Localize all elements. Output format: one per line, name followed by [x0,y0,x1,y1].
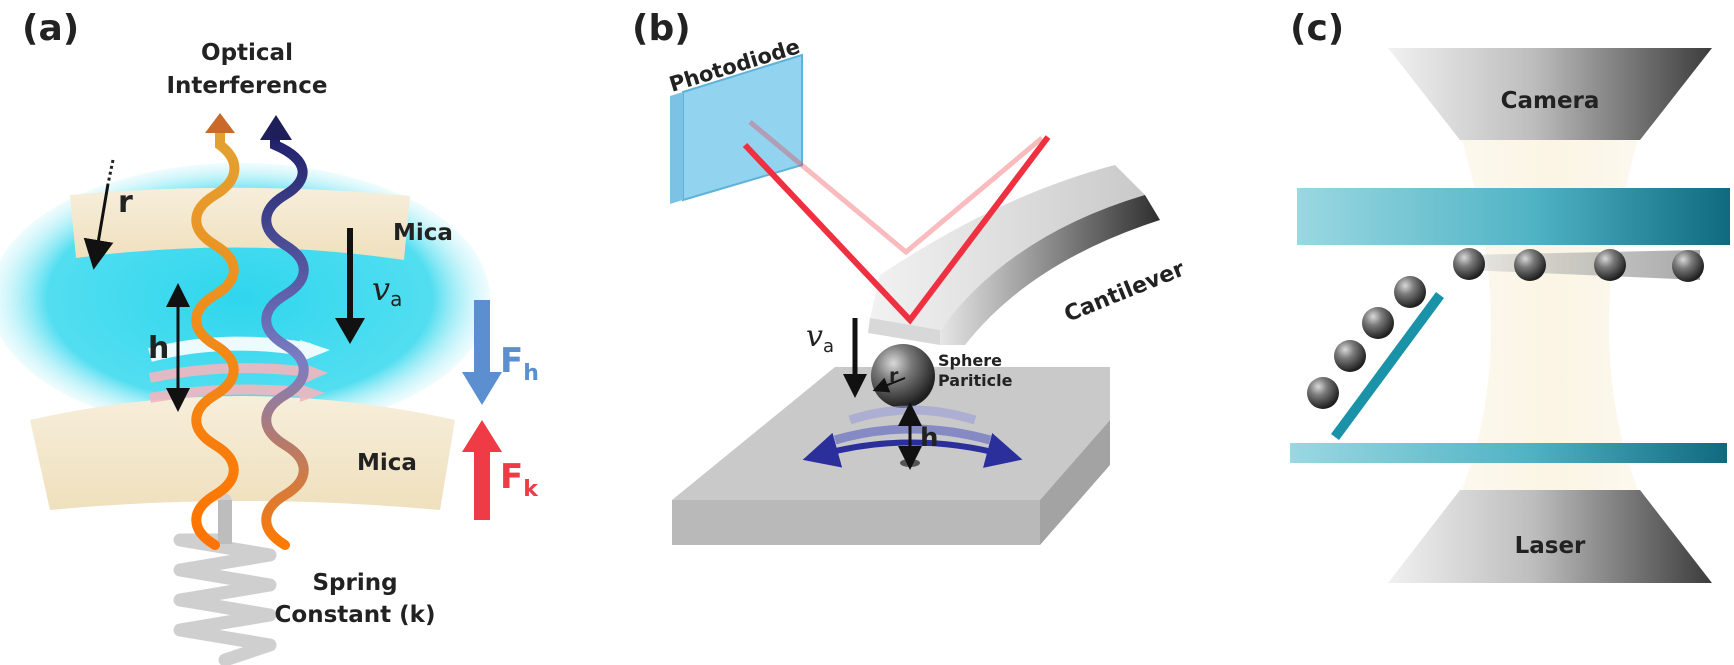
spring-label-line2: Constant (k) [275,602,436,628]
particle-6 [1514,249,1546,281]
fk-arrowhead [462,420,502,452]
mica-top-sheet [70,187,410,260]
tilted-surface [1330,292,1445,440]
orange-wave-arrowhead [205,113,235,133]
r-dashed-line [106,159,115,185]
laser-label: Laser [1515,533,1586,559]
contact-spot [900,459,920,467]
spring-icon [173,493,277,665]
fk-arrow-shaft [474,450,490,520]
laser-beam-faint [748,120,1044,256]
panel-b: (b) Photodiode Cantilever r Sphere Parit… [632,8,1188,545]
approach-arrowhead-b [843,374,867,398]
panel-a: (a) Optical Interference r Mica [0,8,539,665]
top-slide [1297,188,1730,245]
mica-top-label: Mica [393,220,453,246]
fh-label: Fh [500,341,539,386]
approach-velocity-label: va [372,270,402,311]
panel-b-tag: (b) [632,8,691,49]
fh-arrow-shaft [474,300,490,372]
laser-block [1388,490,1712,583]
optical-label-line1: Optical [201,40,293,66]
cantilever-label: Cantilever [1061,257,1189,328]
particle-8 [1672,250,1704,282]
panel-c-tag: (c) [1290,8,1344,49]
indigo-wave-arrowhead [260,115,292,140]
camera-label: Camera [1501,88,1600,114]
h-label-b: h [920,423,939,453]
optical-label-line2: Interference [166,73,327,99]
cantilever-top [870,165,1145,330]
r-arrow [83,183,114,270]
fh-arrowhead [462,372,502,405]
r-label-b: r [889,365,899,387]
particle-4 [1394,276,1426,308]
laser-beam [742,135,1051,325]
approach-arrowhead [335,318,365,344]
substrate-front [672,500,1040,545]
particle-5 [1453,248,1485,280]
mica-bottom-label: Mica [357,450,417,476]
cantilever-tip-edge [868,318,940,345]
camera-block [1388,48,1712,140]
substrate-side [1040,420,1110,545]
sphere-particle [871,344,935,408]
particle-1 [1307,377,1339,409]
cantilever-side [940,195,1160,345]
spring-label-line1: Spring [312,570,397,596]
particle-2 [1334,340,1366,372]
sphere-label-line1: Sphere [938,351,1002,370]
spring-post [218,500,232,544]
particle-3 [1362,307,1394,339]
photodiode-edge [670,92,683,204]
r-arrow-b [872,377,906,393]
particle-7 [1594,249,1626,281]
orange-light-wave [191,125,240,550]
mica-bottom-sheet [30,396,455,510]
panel-c: (c) Camera Laser [1290,8,1730,583]
sphere-label-line2: Pariticle [938,371,1013,390]
r-label: r [118,185,133,220]
indigo-light-wave [261,130,309,550]
bottom-slide [1290,443,1727,463]
approach-velocity-label-b: va [806,319,834,357]
h-label: h [148,331,169,366]
fk-label: Fk [500,457,539,502]
panel-a-tag: (a) [22,8,79,49]
